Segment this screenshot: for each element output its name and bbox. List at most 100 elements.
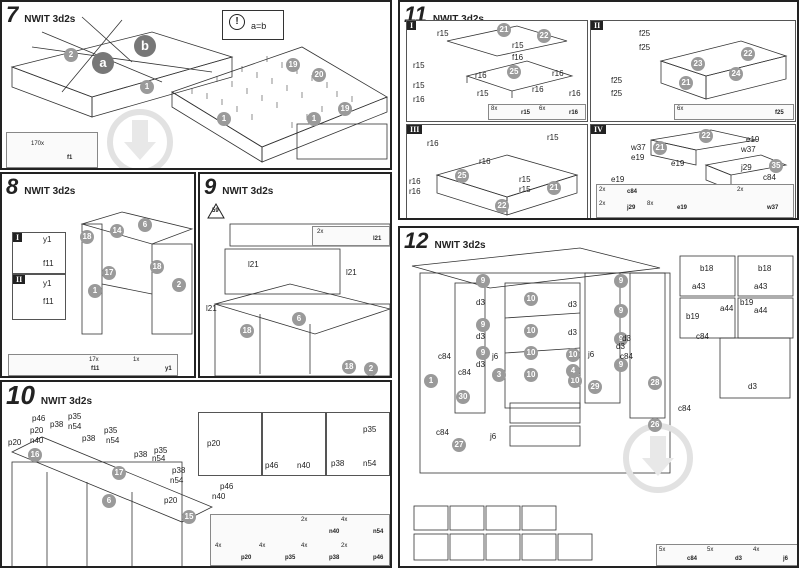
- part-code: b19: [740, 298, 754, 307]
- parts-box: 5x c84 5x d3 4x j6: [656, 544, 797, 566]
- part-label: 10: [524, 292, 538, 306]
- parts-box: 17x f11 1x y1: [8, 354, 178, 376]
- part-label: 4: [566, 364, 580, 378]
- part-code: b19: [686, 312, 700, 321]
- part-code: d3: [748, 382, 757, 391]
- part-code: f25: [611, 76, 623, 85]
- part-code: c84: [620, 352, 633, 361]
- part-code: c84: [687, 556, 698, 562]
- part-count: 17x: [89, 357, 99, 363]
- part-count: 2x: [737, 187, 744, 193]
- part-code: j6: [588, 350, 595, 359]
- step-product-name: NWIT 3d2s: [433, 14, 484, 25]
- step-product-name: NWIT 3d2s: [222, 186, 274, 197]
- part-count: 5x: [707, 547, 714, 553]
- step-9-drawing: [207, 202, 390, 376]
- part-label: 9: [476, 346, 490, 360]
- part-code: w37: [631, 143, 646, 152]
- substep-III: III r16 r16 r15 25 r15 21 22 r16 r16 r15: [406, 124, 588, 218]
- part-code: f11: [91, 366, 100, 372]
- part-label: 22: [537, 29, 551, 43]
- part-code: f16: [512, 53, 524, 62]
- part-code: w37: [767, 205, 779, 211]
- part-label: 23: [691, 57, 705, 71]
- part-code: p35: [154, 446, 168, 455]
- detail-3: p35 p38 n54: [326, 412, 390, 476]
- part-label: 1: [307, 112, 321, 126]
- detail-1: p20: [198, 412, 262, 476]
- part-code: r15: [519, 175, 531, 184]
- label-a-circle: a: [92, 52, 114, 74]
- part-code: p20: [207, 439, 221, 448]
- part-label: 9: [614, 274, 628, 288]
- part-code: r16: [479, 157, 491, 166]
- part-code: f1: [67, 155, 73, 161]
- part-code: j6: [490, 432, 497, 441]
- part-code: r16: [413, 95, 425, 104]
- substep-I: I y1 f11: [12, 232, 66, 274]
- substep-tag: II: [13, 275, 26, 284]
- part-code: e19: [631, 153, 645, 162]
- part-code: r15: [477, 89, 489, 98]
- step-product-name: NWIT 3d2s: [24, 14, 76, 25]
- part-label: 22: [699, 129, 713, 143]
- part-count: 6x: [539, 106, 546, 112]
- part-code: w37: [741, 145, 756, 154]
- step-product-name: NWIT 3d2s: [40, 396, 93, 407]
- part-code: c84: [458, 368, 471, 377]
- part-code: p46: [265, 461, 279, 470]
- part-code: j29: [627, 205, 636, 211]
- part-code: e19: [677, 205, 688, 211]
- part-code: p38: [172, 466, 186, 475]
- part-code: r16: [409, 187, 421, 196]
- part-code: r15: [413, 81, 425, 90]
- part-code: d3: [476, 298, 485, 307]
- part-label: 1: [88, 284, 102, 298]
- part-code: f25: [611, 89, 623, 98]
- part-code: r15: [519, 185, 531, 194]
- part-code: d3: [476, 332, 485, 341]
- part-label: 10: [524, 324, 538, 338]
- part-code: p38: [331, 459, 345, 468]
- part-code: b18: [758, 264, 772, 273]
- part-code: a44: [754, 306, 768, 315]
- part-code: p38: [134, 450, 148, 459]
- parts-box: 2x n40 4x n54 4x p20 4x p35 4x p38 2x p4…: [210, 514, 390, 566]
- part-code: d3: [476, 360, 485, 369]
- part-label: 21: [547, 181, 561, 195]
- step-number: 8: [6, 174, 19, 199]
- part-code: n54: [170, 476, 184, 485]
- part-label: 21: [497, 23, 511, 37]
- step-number: 10: [6, 380, 35, 410]
- part-code: n40: [297, 461, 311, 470]
- part-code: p20: [30, 426, 44, 435]
- part-count: 8x: [647, 201, 654, 207]
- part-label: 14: [110, 224, 124, 238]
- part-code: c84: [438, 352, 451, 361]
- label-b-circle: b: [134, 35, 156, 57]
- part-label: 22: [741, 47, 755, 61]
- part-label: 9: [614, 304, 628, 318]
- parts-box: 2x c84 2x j29 8x e19 2x w37: [596, 184, 794, 218]
- part-code: a43: [754, 282, 768, 291]
- part-code: f11: [43, 297, 54, 306]
- part-label: 9: [614, 358, 628, 372]
- part-count: 4x: [341, 517, 348, 523]
- part-code: l21: [248, 260, 259, 269]
- part-code: a44: [720, 304, 734, 313]
- part-code: e19: [746, 135, 760, 144]
- part-code: l21: [373, 236, 382, 242]
- part-label: 6: [138, 218, 152, 232]
- part-count: 6x: [677, 106, 684, 112]
- part-count: 4x: [753, 547, 760, 553]
- part-code: l21: [206, 304, 217, 313]
- part-count: 4x: [259, 543, 266, 549]
- part-code: c84: [763, 173, 776, 182]
- part-code: f25: [639, 43, 651, 52]
- part-code: y1: [43, 279, 52, 288]
- part-code: r15: [413, 61, 425, 70]
- part-code: a43: [692, 282, 706, 291]
- part-label: 3: [492, 368, 506, 382]
